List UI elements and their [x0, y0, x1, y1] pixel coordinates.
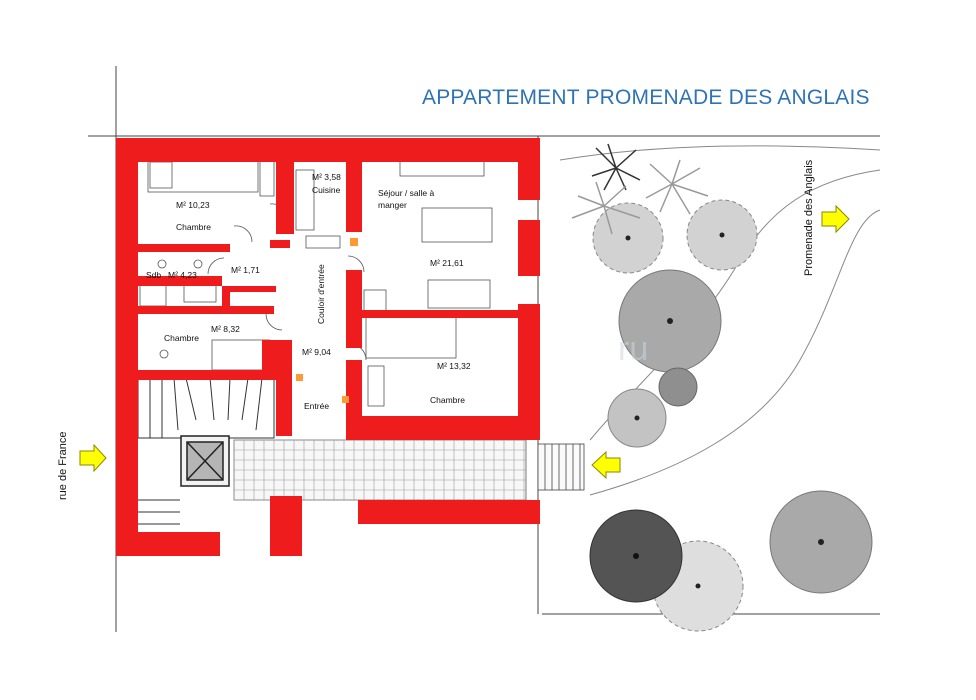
room-chambre-1-name: Chambre: [176, 222, 211, 232]
tree-icon: [769, 490, 873, 594]
dining-table: [421, 207, 493, 243]
sofa: [427, 279, 491, 309]
entry-steps: [537, 443, 585, 491]
palm-icon: [571, 159, 709, 235]
walls: [116, 138, 540, 556]
street-right: Promenade des Anglais: [803, 159, 815, 276]
tree-icon: [607, 388, 667, 448]
tree-icon: [592, 202, 664, 274]
room-sejour-name-1: Séjour / salle à: [378, 188, 434, 198]
tiled-hall: [233, 439, 527, 501]
bed-icon: [365, 311, 457, 359]
elevator-icon: [180, 435, 230, 487]
arrow-right-icon: [821, 204, 850, 234]
arrow-right-icon: [79, 443, 107, 473]
room-sdb-area: M² 4,23: [168, 270, 197, 280]
room-cuisine-name: Cuisine: [312, 185, 341, 195]
arrow-left-icon: [591, 450, 621, 480]
room-chambre-3-area: M² 13,32: [437, 361, 471, 371]
room-entree-name: Entrée: [304, 401, 329, 411]
bed-icon: [211, 339, 271, 371]
tree-icon: [686, 199, 758, 271]
room-chambre-3-name: Chambre: [430, 395, 465, 405]
columns: [296, 238, 358, 403]
tree-icon: [589, 509, 683, 603]
room-sejour-area: M² 21,61: [430, 258, 464, 268]
street-left: rue de France: [57, 432, 69, 500]
palm-icon: [591, 143, 641, 191]
room-chambre-2-name: Chambre: [164, 333, 199, 343]
room-chambre-1-area: M² 10,23: [176, 200, 210, 210]
tree-icon: [658, 367, 698, 407]
room-wc-area: M² 1,71: [231, 265, 260, 275]
room-couloir-name: Couloir d'entrée: [316, 264, 326, 324]
bed-icon: [147, 157, 259, 193]
watermark: ru: [618, 330, 648, 368]
room-entree-area: M² 9,04: [302, 347, 331, 357]
page-title: APPARTEMENT PROMENADE DES ANGLAIS: [422, 86, 870, 109]
room-sdb-name: Sdb: [146, 270, 161, 280]
room-chambre-2-area: M² 8,32: [211, 324, 240, 334]
room-sejour-name-2: manger: [378, 200, 407, 210]
room-cuisine-area: M² 3,58: [312, 172, 341, 182]
